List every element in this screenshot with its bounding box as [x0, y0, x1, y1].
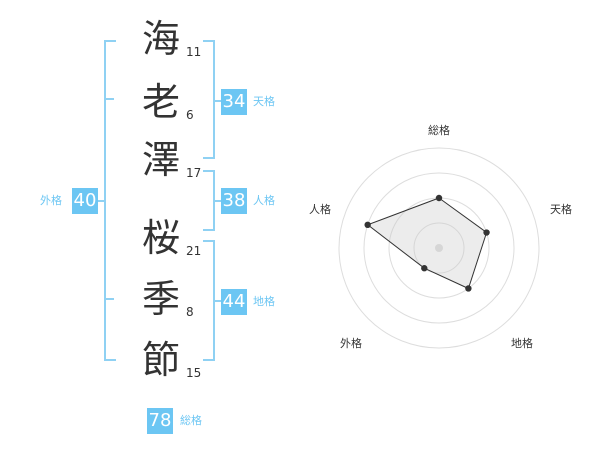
chikaku-label: 地格 [253, 295, 275, 308]
radar-ring [338, 147, 540, 349]
name-char-2: 老 [142, 80, 181, 124]
radar-point-4 [421, 265, 428, 272]
tenkaku-bracket-bottom [203, 157, 215, 159]
radar-point-3 [465, 285, 472, 292]
tenkaku-label: 天格 [253, 95, 275, 108]
gaikaku-bracket-bottom [104, 359, 116, 361]
radar-axis-label-jinkaku: 人格 [309, 203, 331, 216]
radar-center-dot [435, 244, 443, 252]
chikaku-bracket-top [203, 240, 215, 242]
name-char-4: 桜 [142, 216, 181, 260]
soukaku-label: 総格 [180, 414, 202, 427]
chikaku-bracket-tick [213, 300, 221, 302]
radar-ring [363, 172, 515, 324]
stroke-count-3: 17 [186, 166, 202, 180]
soukaku-value: 78 [147, 408, 173, 434]
radar-points [364, 194, 490, 292]
name-char-6: 節 [142, 338, 181, 382]
name-char-3: 澤 [142, 138, 181, 182]
gaikaku-bracket-tick-2 [104, 298, 114, 300]
radar-ring [413, 222, 465, 274]
gaikaku-label: 外格 [40, 194, 62, 207]
radar-grid [338, 147, 540, 349]
gaikaku-bracket-tick-1 [104, 98, 114, 100]
radar-point-5 [364, 221, 371, 229]
radar-axis-label-chikaku: 地格 [511, 337, 533, 350]
stroke-count-4: 21 [186, 244, 202, 258]
gaikaku-bracket-top [104, 40, 116, 42]
tenkaku-value: 34 [221, 89, 247, 115]
radar-point-2 [483, 229, 490, 236]
radar-data-polygon [366, 197, 488, 290]
stroke-count-6: 15 [186, 366, 202, 380]
tenkaku-bracket-vertical [213, 40, 215, 158]
gaikaku-value: 40 [72, 188, 98, 214]
jinkaku-bracket-tick [213, 200, 221, 202]
tenkaku-bracket-tick [213, 100, 221, 102]
stroke-count-1: 11 [186, 45, 202, 59]
jinkaku-bracket-top [203, 170, 215, 172]
chikaku-value: 44 [221, 289, 247, 315]
jinkaku-label: 人格 [253, 194, 275, 207]
radar-point-1 [435, 194, 443, 202]
chikaku-bracket-bottom [203, 359, 215, 361]
radar-axis-label-gaikaku: 外格 [340, 337, 362, 350]
radar-axis-label-soukaku: 総格 [428, 124, 450, 137]
stroke-count-2: 6 [186, 108, 194, 122]
radar-axis-label-tenkaku: 天格 [550, 203, 572, 216]
jinkaku-value: 38 [221, 188, 247, 214]
jinkaku-bracket-bottom [203, 229, 215, 231]
gaikaku-bracket-tick-mid [98, 200, 106, 202]
stroke-count-5: 8 [186, 305, 194, 319]
name-char-5: 季 [142, 277, 181, 321]
tenkaku-bracket-top [203, 40, 215, 42]
name-char-1: 海 [142, 17, 181, 61]
